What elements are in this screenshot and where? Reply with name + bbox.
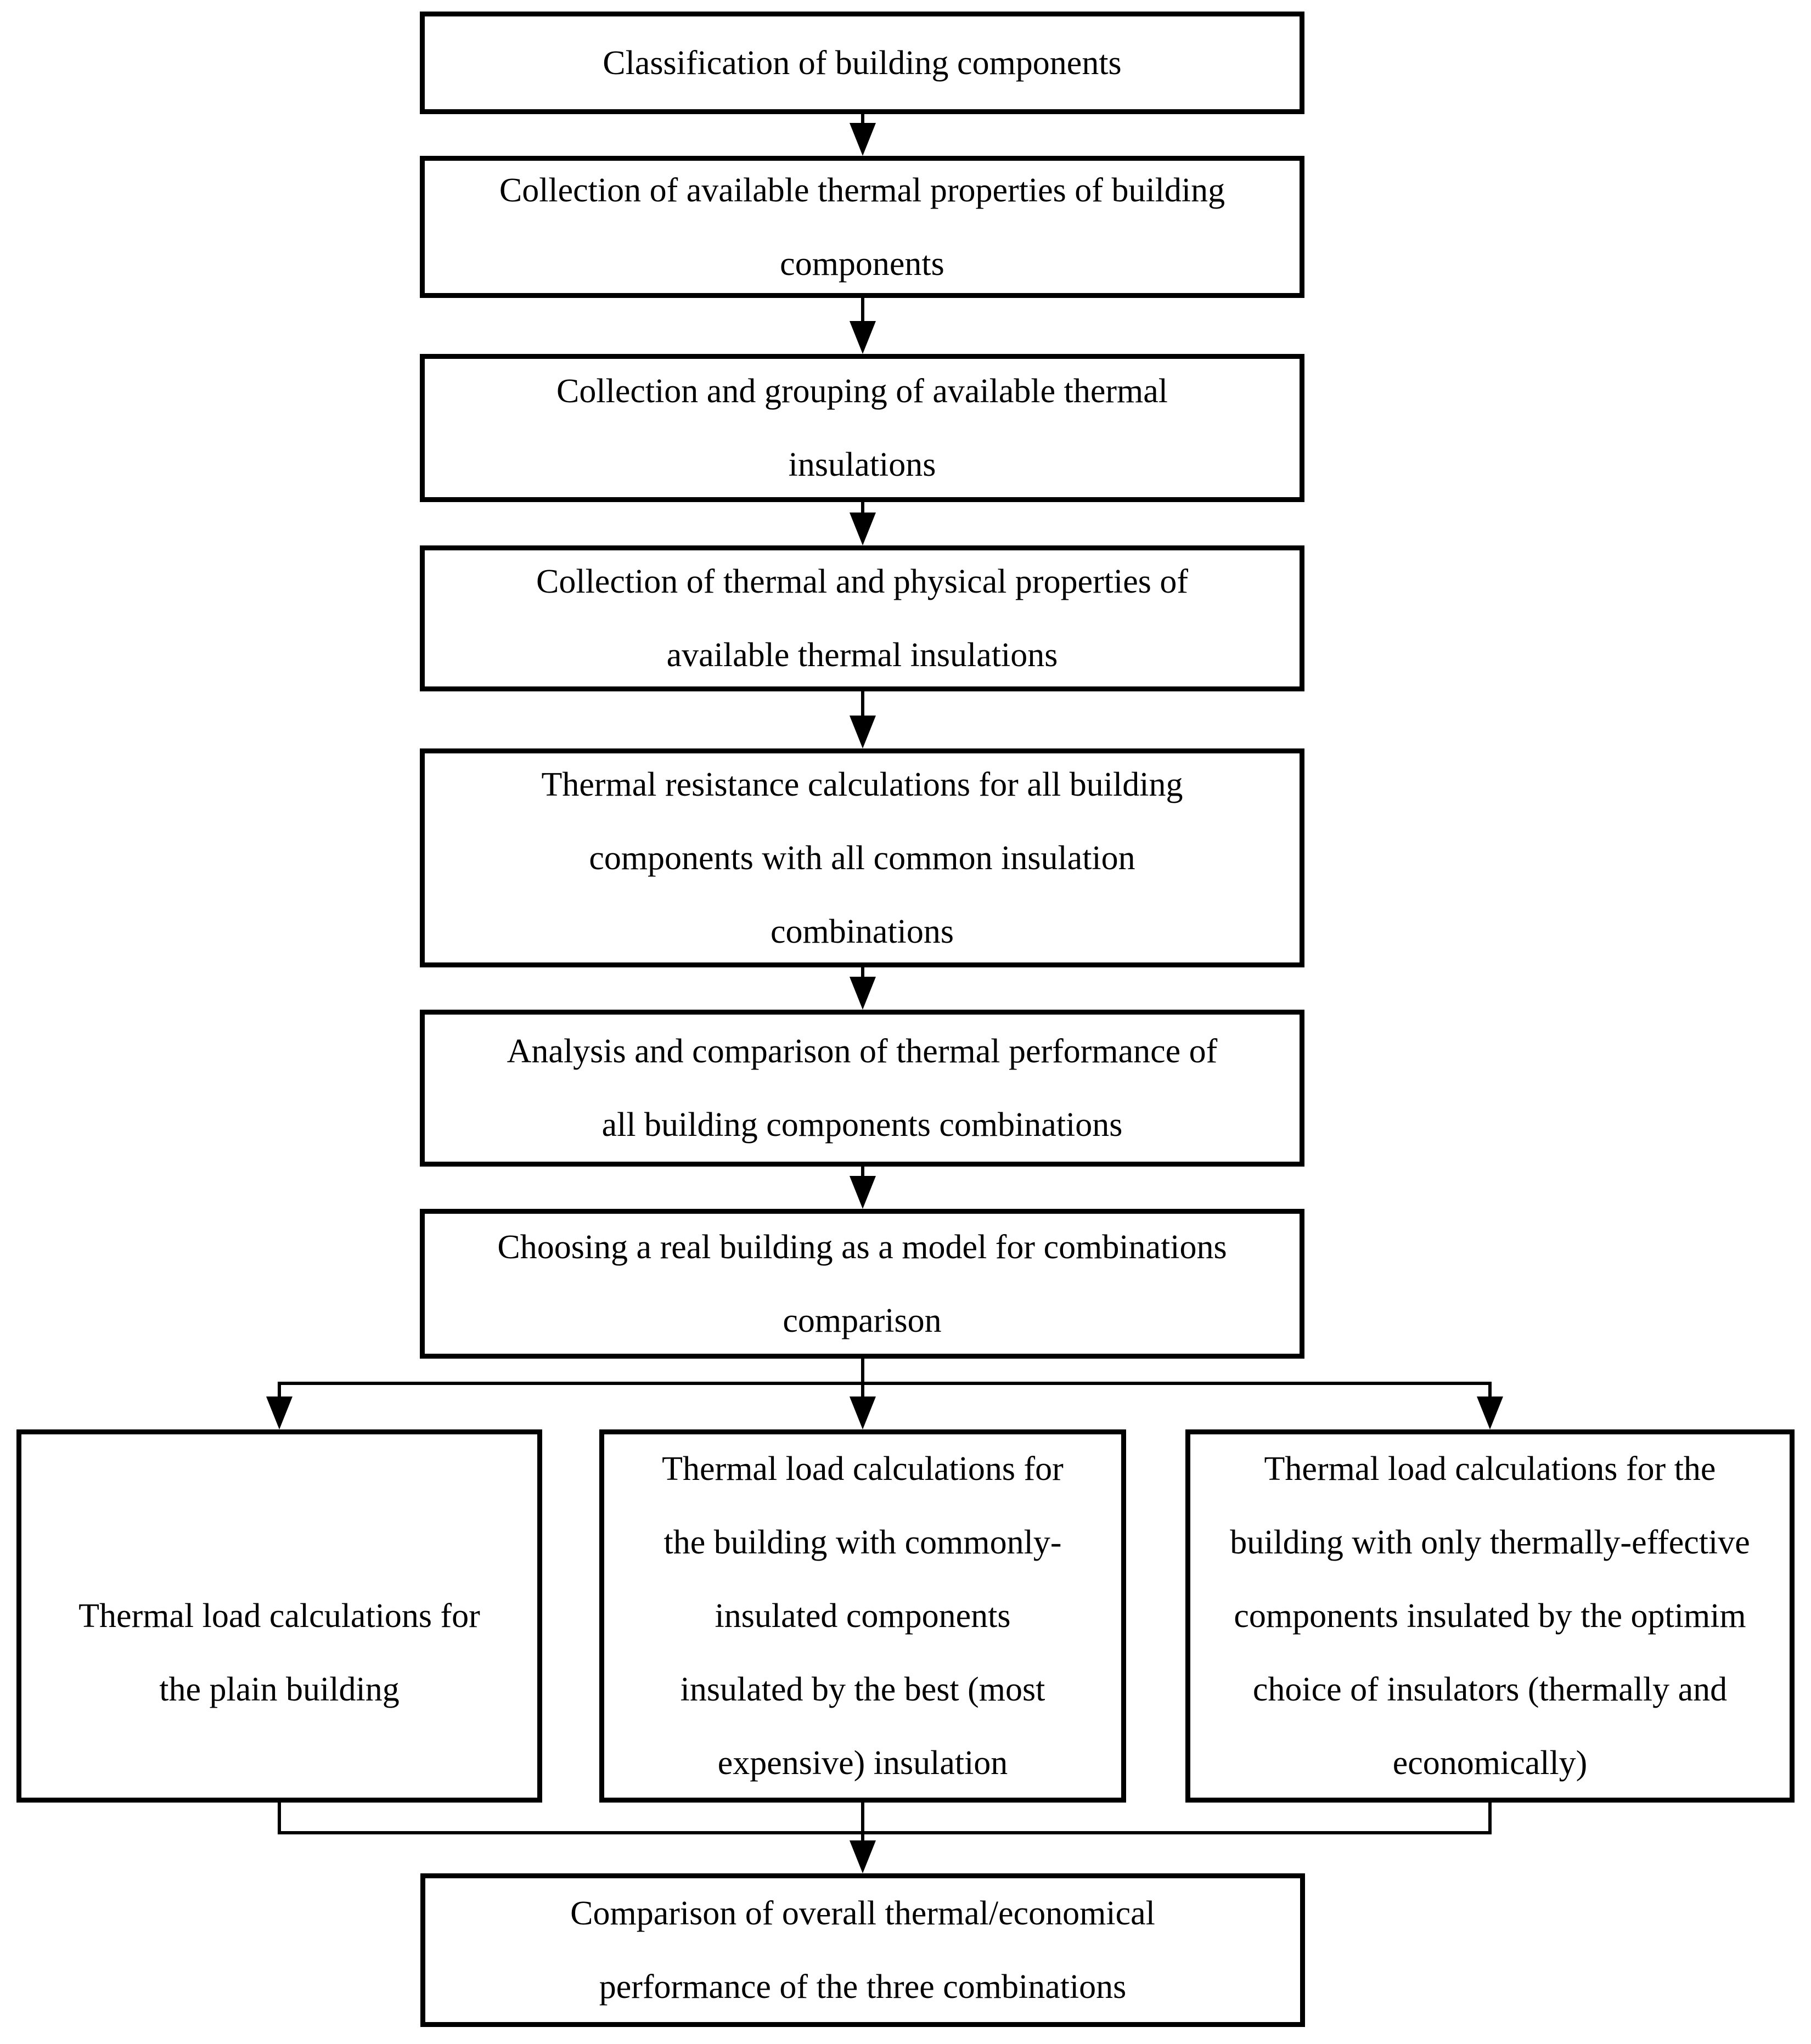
node-text-line: building with only thermally-effective [1230,1524,1750,1561]
connector-arrow-3-head [850,513,876,545]
node-text-line: Analysis and comparison of thermal perfo… [507,1033,1218,1070]
node-text-line: choice of insulators (thermally and [1252,1671,1728,1708]
node-text-line: Thermal resistance calculations for all … [541,765,1183,803]
node-text: Collection of available thermal properti… [499,154,1225,301]
node-text-line: components insulated by the optimim [1234,1597,1746,1635]
node-text: Thermal load calculations for the plain … [78,1579,480,1726]
node-text: Collection of thermal and physical prope… [536,545,1188,692]
connector-arrow-6-shaft [861,1167,864,1178]
node-text-line: all building components combinations [601,1106,1123,1144]
flow-node-collection-and-grouping-of-insulations: Collection and grouping of available the… [420,354,1304,502]
node-text: Choosing a real building as a model for … [497,1210,1227,1358]
node-text-line: performance of the three combinations [599,1968,1127,2006]
node-text: Thermal load calculations for the buildi… [1230,1432,1750,1800]
node-text-line: insulated by the best (most [680,1671,1045,1708]
node-text: Thermal load calculations for the buildi… [662,1432,1064,1800]
connector-arrow-1-head [850,123,876,156]
node-text-line: the building with commonly- [663,1524,1062,1561]
branch-arrow-left-head [266,1397,293,1429]
branch-arrow-right-shaft [1488,1382,1492,1398]
node-text-line: components [780,245,944,283]
flow-node-collection-of-available-thermal-properties: Collection of available thermal properti… [420,156,1304,298]
connector-arrow-6-head [850,1176,876,1209]
node-text: Thermal resistance calculations for all … [542,748,1183,968]
flow-node-thermal-resistance-calculations: Thermal resistance calculations for all … [420,748,1304,967]
node-text-line: Classification of building components [603,44,1122,82]
branch-stem-line [861,1359,864,1385]
node-text-line: economically) [1392,1744,1588,1782]
node-text-line: insulated components [715,1597,1011,1635]
connector-arrow-4-head [850,716,876,748]
merge-stub-left-line [278,1803,281,1834]
connector-arrow-5-shaft [861,967,864,979]
branch-arrow-left-shaft [278,1382,281,1398]
branch-rail-line [278,1382,1492,1385]
merge-rail-line [278,1831,1492,1834]
node-text-line: available thermal insulations [666,637,1058,674]
flow-node-analysis-and-comparison: Analysis and comparison of thermal perfo… [420,1010,1304,1167]
flow-node-comparison-of-overall-performance: Comparison of overall thermal/economical… [420,1873,1305,2027]
flow-node-thermal-load-plain-building: Thermal load calculations for the plain … [16,1429,542,1803]
flow-node-thermal-load-commonly-insulated: Thermal load calculations for the buildi… [599,1429,1126,1803]
node-text-line: expensive) insulation [717,1744,1008,1782]
node-text-line: Collection of available thermal properti… [499,171,1225,209]
connector-arrow-1-shaft [861,114,864,125]
merge-stub-right-line [1488,1803,1492,1834]
branch-arrow-middle-shaft [861,1382,864,1398]
node-text: Analysis and comparison of thermal perfo… [507,1015,1218,1162]
connector-arrow-5-head [850,977,876,1010]
connector-arrow-4-shaft [861,691,864,718]
node-text-line: comparison [783,1302,942,1339]
node-text-line: Comparison of overall thermal/economical [570,1895,1155,1932]
node-text-line: combinations [770,913,954,950]
connector-arrow-3-shaft [861,502,864,515]
node-text-line: the plain building [159,1671,400,1708]
node-text: Collection and grouping of available the… [556,354,1168,502]
flow-node-thermal-load-optimum-insulated: Thermal load calculations for the buildi… [1185,1429,1795,1803]
branch-arrow-middle-head [850,1397,876,1429]
node-text-line: Thermal load calculations for [78,1597,480,1635]
merge-stub-middle-line [861,1803,864,1834]
node-text-line: Thermal load calculations for the [1264,1450,1716,1488]
node-text-line: Collection of thermal and physical prope… [536,563,1188,600]
node-text-line: insulations [788,446,936,483]
flow-node-choosing-a-real-building: Choosing a real building as a model for … [420,1209,1304,1359]
node-text: Classification of building components [603,26,1121,100]
node-text: Comparison of overall thermal/economical… [570,1877,1155,2024]
flow-node-collection-of-properties-of-insulations: Collection of thermal and physical prope… [420,545,1304,691]
node-text-line: Choosing a real building as a model for … [497,1228,1227,1266]
connector-arrow-2-shaft [861,298,864,323]
branch-arrow-right-head [1477,1397,1503,1429]
merge-arrow-shaft [861,1831,864,1842]
merge-arrow-head [850,1840,876,1873]
node-text-line: Thermal load calculations for [662,1450,1064,1488]
connector-arrow-2-head [850,321,876,354]
node-text-line: components with all common insulation [589,839,1135,877]
flow-node-classification-of-building-components: Classification of building components [420,12,1304,114]
node-text-line: Collection and grouping of available the… [556,373,1168,410]
